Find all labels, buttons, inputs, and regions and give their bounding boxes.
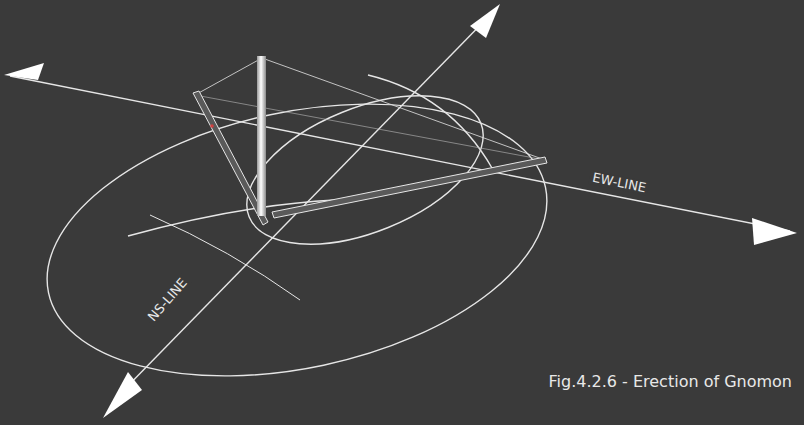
rod xyxy=(193,91,268,225)
axis-label: NS-LINE xyxy=(144,274,193,327)
ew-axis xyxy=(10,76,790,231)
ground-circle xyxy=(22,62,572,418)
string-line xyxy=(262,58,545,160)
string-line xyxy=(195,58,262,95)
arrow-head xyxy=(4,63,44,80)
marker-dot xyxy=(210,124,214,128)
rod xyxy=(272,157,547,218)
figure-caption: Fig.4.2.6 - Erection of Gnomon xyxy=(546,373,795,391)
gnomon-rod xyxy=(257,56,266,216)
arrow-head xyxy=(470,4,500,38)
ns-axis xyxy=(118,8,497,396)
arrow-head xyxy=(103,372,142,418)
string-line xyxy=(195,95,545,160)
arrow-head xyxy=(752,218,797,245)
